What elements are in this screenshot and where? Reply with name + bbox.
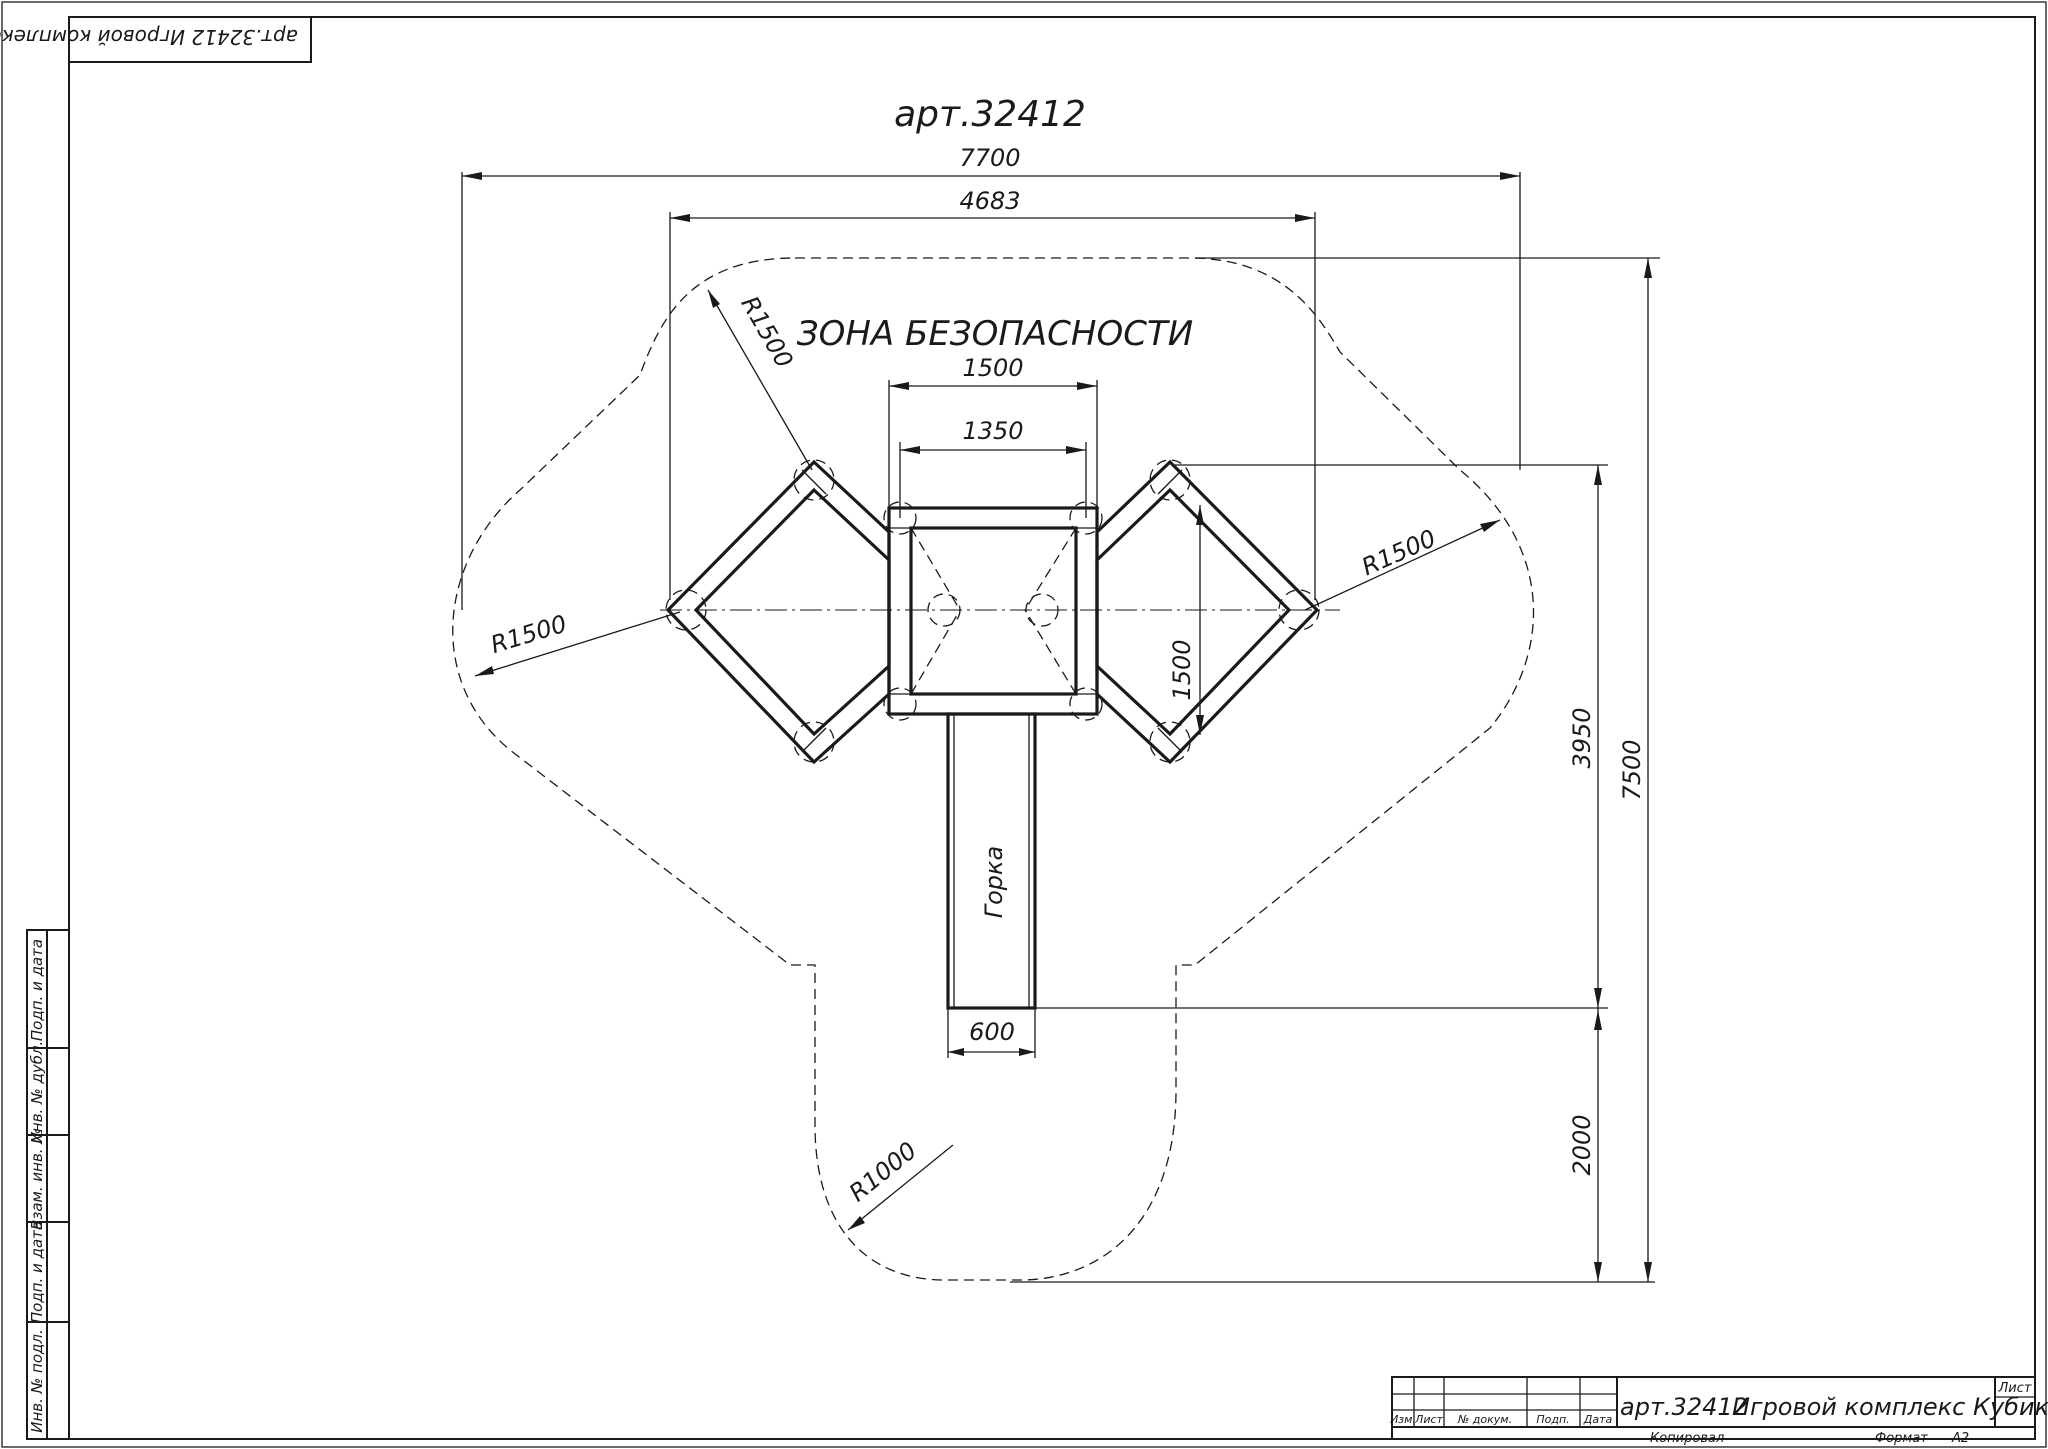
radius-top-left-leader [707, 289, 813, 471]
title-block-name: Игровой комплекс Кубики [1732, 1393, 2048, 1421]
radius-left-leader [474, 611, 681, 677]
dim-height-lower-label: 2000 [1568, 1114, 1596, 1175]
title-block-sheet-label: Лист [1998, 1381, 2032, 1396]
radius-right-label: R1500 [1358, 524, 1440, 581]
title-block-designation: арт.32412 [1620, 1393, 1748, 1421]
dim-tower-outer [888, 380, 1098, 508]
dim-span-width [669, 212, 1316, 600]
mirrored-stamp-text: арт.32412 Игровой комплекс Кубики [0, 25, 298, 49]
post-markers [665, 459, 1320, 763]
dim-slide-width-label: 600 [969, 1018, 1015, 1046]
dim-height-upper [1035, 464, 1608, 1009]
dim-tower-inner [899, 442, 1087, 518]
slide [946, 712, 1037, 1010]
dim-height-upper-label: 3950 [1568, 707, 1596, 768]
title-block-format-label: Формат [1875, 1431, 1928, 1446]
dim-slide-width [947, 1008, 1036, 1058]
dim-tower-outer-label: 1500 [962, 354, 1023, 382]
dim-height-lower [1010, 1008, 1655, 1283]
radius-top-left-label: R1500 [735, 291, 798, 372]
side-stamp-cell-1: Подп. и дата [28, 939, 46, 1041]
title-block-format-value: А2 [1951, 1431, 1969, 1446]
title-block-col-date: Дата [1583, 1413, 1613, 1426]
title-block-col-list: Лист [1414, 1413, 1443, 1426]
page-title: арт.32412 [894, 94, 1086, 135]
slide-label: Горка [980, 846, 1008, 919]
radius-slide-leader [847, 1144, 954, 1231]
dim-total-width [461, 172, 1521, 610]
title-block-copied: Копировал [1650, 1431, 1724, 1446]
title-block-col-sign: Подп. [1536, 1413, 1569, 1426]
drawing-frame [68, 16, 2036, 1440]
radius-slide-label: R1000 [844, 1136, 922, 1207]
radius-left-label: R1500 [487, 610, 570, 660]
side-stamp-cell-4: Подп. и дата [28, 1221, 46, 1323]
central-tower [887, 506, 1099, 716]
title-block [1391, 1376, 2036, 1440]
side-stamp-cell-5: Инв. № подл. [28, 1329, 46, 1432]
dim-tower-inner-label: 1350 [962, 417, 1023, 445]
left-frame [665, 459, 891, 765]
right-frame [1095, 459, 1320, 765]
title-block-col-izm: Изм. [1390, 1413, 1416, 1426]
side-stamp-cell-3: Взам. инв. № [28, 1128, 46, 1230]
safety-zone-label: ЗОНА БЕЗОПАСНОСТИ [797, 314, 1193, 354]
dim-height-total-label: 7500 [1618, 739, 1646, 800]
dim-span-width-label: 4683 [959, 187, 1020, 215]
radius-right-leader [1304, 519, 1501, 611]
dim-side-frame [1196, 505, 1204, 735]
side-stamp-cell-2: Инв. № дубл. [28, 1041, 46, 1144]
title-block-col-doc: № докум. [1457, 1413, 1512, 1426]
dim-total-width-label: 7700 [959, 144, 1020, 172]
dim-height-total [1195, 257, 1660, 1282]
dim-side-frame-label: 1500 [1168, 639, 1196, 700]
mirrored-stamp: арт.32412 Игровой комплекс Кубики [0, 16, 312, 63]
side-stamp [26, 929, 70, 1440]
safety-zone-outline [452, 257, 1535, 1281]
